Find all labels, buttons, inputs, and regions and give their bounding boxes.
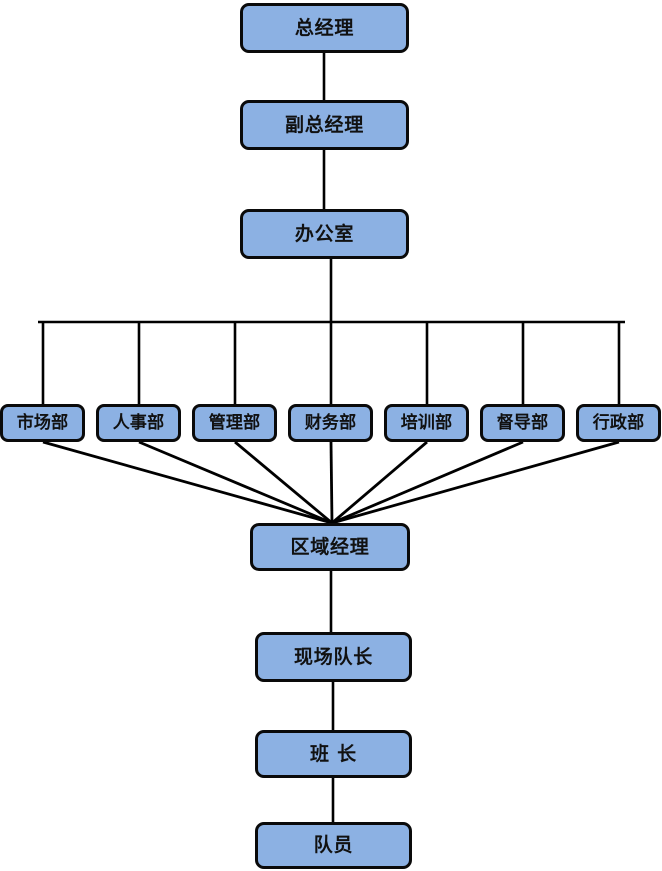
node-team-member[interactable]: 队员 [255,822,412,869]
bus-bar-connectors [38,320,625,404]
node-department-supervision[interactable]: 督导部 [480,404,565,442]
node-site-team-leader[interactable]: 现场队长 [255,632,412,682]
node-general-manager[interactable]: 总经理 [240,3,409,53]
node-regional-manager[interactable]: 区域经理 [250,523,410,571]
node-label: 队员 [313,834,354,856]
node-department-administration[interactable]: 行政部 [576,404,661,442]
node-department-finance[interactable]: 财务部 [288,404,373,442]
node-label: 班 长 [310,742,357,765]
converge-human-resources-to-regional-manager [138,440,333,525]
node-label: 管理部 [208,412,261,433]
converge-marketing-to-regional-manager [42,440,333,525]
node-label: 人事部 [112,412,165,433]
converge-finance-to-regional-manager [329,441,334,524]
converge-supervision-to-regional-manager [331,440,524,525]
node-label: 副总经理 [284,113,365,136]
node-shift-leader[interactable]: 班 长 [255,730,412,778]
node-office[interactable]: 办公室 [240,209,409,259]
converge-training-to-regional-manager [331,440,428,525]
converge-management-to-regional-manager [234,440,333,525]
node-label: 培训部 [400,412,453,433]
node-label: 财务部 [304,412,357,433]
node-department-management[interactable]: 管理部 [192,404,277,442]
node-label: 市场部 [16,412,69,433]
node-department-human-resources[interactable]: 人事部 [96,404,181,442]
node-label: 办公室 [294,222,355,245]
node-deputy-general-manager[interactable]: 副总经理 [240,100,409,150]
node-department-marketing[interactable]: 市场部 [0,404,85,442]
node-label: 现场队长 [293,645,374,668]
department-convergence-connectors [42,440,620,525]
node-label: 行政部 [592,412,645,433]
node-label: 总经理 [294,16,355,39]
node-department-training[interactable]: 培训部 [384,404,469,442]
node-label: 区域经理 [290,535,370,558]
node-label: 督导部 [496,412,549,433]
converge-administration-to-regional-manager [331,440,620,525]
